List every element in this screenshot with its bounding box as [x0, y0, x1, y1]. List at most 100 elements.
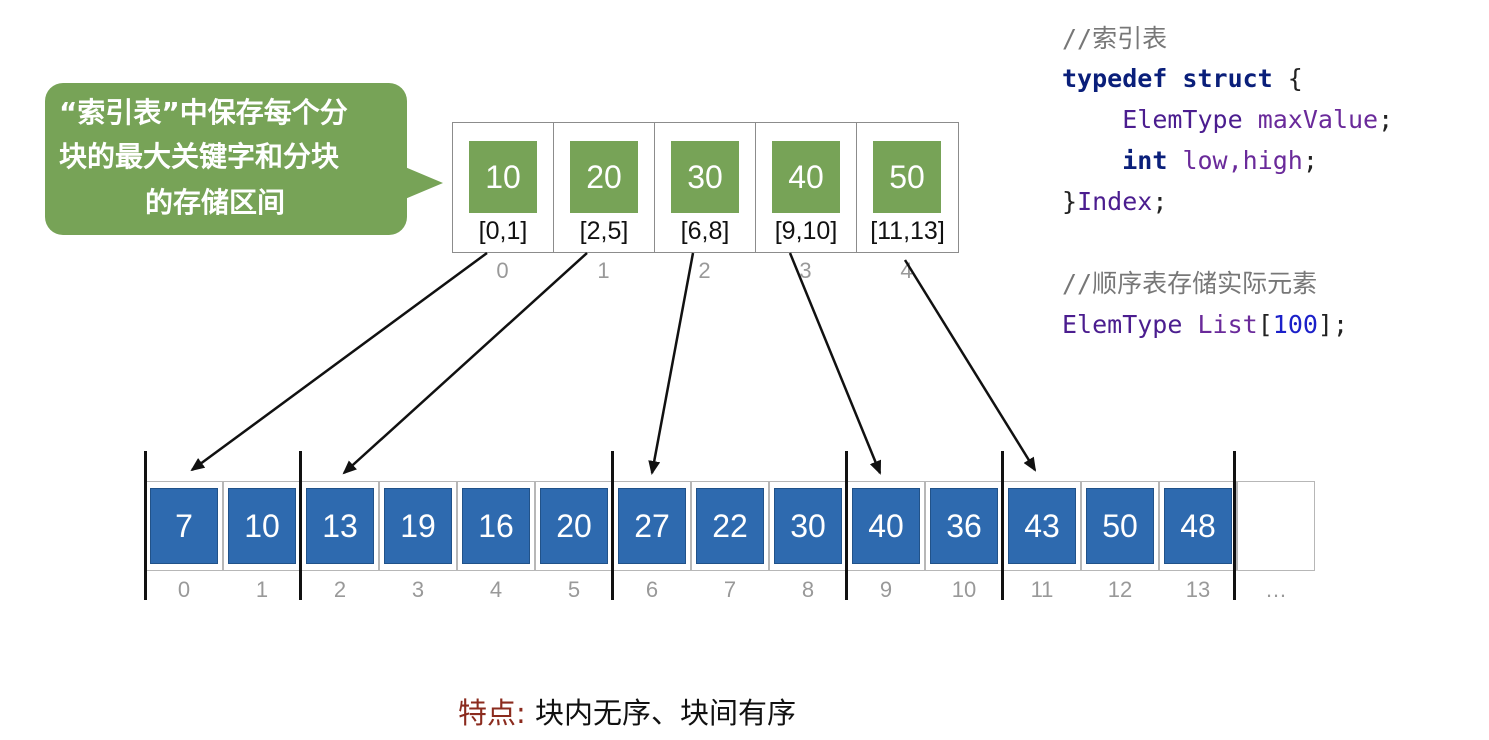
list-cell: 27	[613, 481, 691, 571]
footer-text: 块内无序、块间有序	[535, 696, 797, 730]
index-max-key: 20	[570, 141, 638, 213]
list-element: 10	[228, 488, 296, 564]
code-keyword: int	[1122, 146, 1168, 175]
code-comment-list: //顺序表存储实际元素	[1062, 269, 1317, 299]
list-ellipsis: …	[1265, 577, 1287, 602]
list-cell: 40	[847, 481, 925, 571]
code-line-list: ElemType List[100];	[1062, 310, 1348, 340]
index-entry: 20 [2,5]	[554, 123, 655, 252]
block-divider	[144, 451, 147, 600]
list-cell: 10	[223, 481, 301, 571]
index-range: [6,8]	[680, 217, 730, 245]
list-index-label: 3	[411, 577, 425, 602]
list-element: 30	[774, 488, 842, 564]
index-table: 10 [0,1] 20 [2,5] 30 [6,8] 40 [9,10] 50 …	[452, 122, 959, 253]
code-comment-index: //索引表	[1062, 24, 1167, 54]
arrow-block-1	[342, 252, 588, 475]
list-index-label: 2	[333, 577, 347, 602]
list-element: 40	[852, 488, 920, 564]
list-cell-empty	[1237, 481, 1315, 571]
block-divider	[1233, 451, 1236, 600]
list-index-label: 12	[1107, 577, 1133, 602]
list-element: 50	[1086, 488, 1154, 564]
list-index-label: 10	[951, 577, 977, 602]
index-position-label: 4	[900, 258, 913, 283]
list-element: 13	[306, 488, 374, 564]
callout-bubble: “索引表”中保存每个分 块的最大关键字和分块 的存储区间	[45, 83, 443, 235]
code-field: low,high	[1182, 146, 1303, 175]
code-punct: ;	[1152, 187, 1168, 216]
list-element: 19	[384, 488, 452, 564]
index-range: [0,1]	[478, 217, 528, 245]
list-cell: 43	[1003, 481, 1081, 571]
index-entry: 10 [0,1]	[453, 123, 554, 252]
list-cell: 30	[769, 481, 847, 571]
code-punct: ;	[1302, 146, 1318, 175]
callout-line-2: 块的最大关键字和分块	[59, 140, 340, 173]
code-line-close: }Index;	[1062, 187, 1167, 217]
code-punct: [	[1257, 310, 1273, 339]
code-punct: ];	[1317, 310, 1349, 339]
block-divider	[1001, 451, 1004, 600]
arrow-block-0	[190, 251, 488, 472]
list-index-label: 4	[489, 577, 503, 602]
index-entry: 30 [6,8]	[655, 123, 756, 252]
index-position-label: 3	[799, 258, 812, 283]
list-index-label: 13	[1185, 577, 1211, 602]
list-cell: 7	[145, 481, 223, 571]
list-index-label: 8	[801, 577, 815, 602]
list-index-label: 9	[879, 577, 893, 602]
code-type: ElemType	[1062, 310, 1183, 339]
list-cell: 36	[925, 481, 1003, 571]
list-element: 48	[1164, 488, 1232, 564]
index-max-key: 10	[469, 141, 537, 213]
block-divider	[845, 451, 848, 600]
list-element: 7	[150, 488, 218, 564]
list-index-label: 11	[1030, 577, 1054, 602]
list-cell: 19	[379, 481, 457, 571]
list-index-label: 0	[177, 577, 191, 602]
code-brace: }	[1062, 187, 1078, 216]
code-comment: //索引表	[1062, 24, 1168, 53]
index-max-key: 30	[671, 141, 739, 213]
list-element: 27	[618, 488, 686, 564]
index-position-label: 0	[496, 258, 509, 283]
list-cell: 22	[691, 481, 769, 571]
footer-note: 特点: 块内无序、块间有序	[458, 690, 796, 732]
list-cell: 13	[301, 481, 379, 571]
code-brace: {	[1272, 64, 1303, 93]
block-divider	[299, 451, 302, 600]
arrow-block-3	[788, 252, 882, 475]
code-field: maxValue	[1257, 105, 1379, 134]
list-cell: 50	[1081, 481, 1159, 571]
list-element: 43	[1008, 488, 1076, 564]
callout-line-3: 的存储区间	[145, 186, 286, 219]
list-index-label: 1	[255, 577, 269, 602]
code-punct: ;	[1378, 105, 1394, 134]
index-position-label: 2	[698, 258, 711, 283]
list-index-label: 7	[723, 577, 737, 602]
footer-label: 特点:	[458, 696, 526, 730]
callout-line-1: “索引表”中保存每个分	[59, 96, 348, 129]
list-cell: 20	[535, 481, 613, 571]
list-element: 20	[540, 488, 608, 564]
list-element: 36	[930, 488, 998, 564]
list-element: 16	[462, 488, 530, 564]
code-keyword: typedef	[1062, 64, 1168, 93]
index-range: [11,13]	[870, 217, 945, 245]
arrow-block-4	[903, 259, 1037, 472]
index-max-key: 40	[772, 141, 840, 213]
list-cell: 16	[457, 481, 535, 571]
code-field: List	[1197, 310, 1258, 339]
code-type: Index	[1077, 187, 1153, 216]
arrow-block-2	[648, 252, 695, 475]
list-element: 22	[696, 488, 764, 564]
list-index-label: 5	[567, 577, 581, 602]
index-entry: 40 [9,10]	[756, 123, 857, 252]
code-line-lowhigh: int low,high;	[1062, 146, 1318, 176]
list-index-label: 6	[645, 577, 659, 602]
index-max-key: 50	[873, 141, 941, 213]
index-position-label: 1	[597, 258, 610, 283]
code-line-typedef: typedef struct {	[1062, 64, 1303, 94]
